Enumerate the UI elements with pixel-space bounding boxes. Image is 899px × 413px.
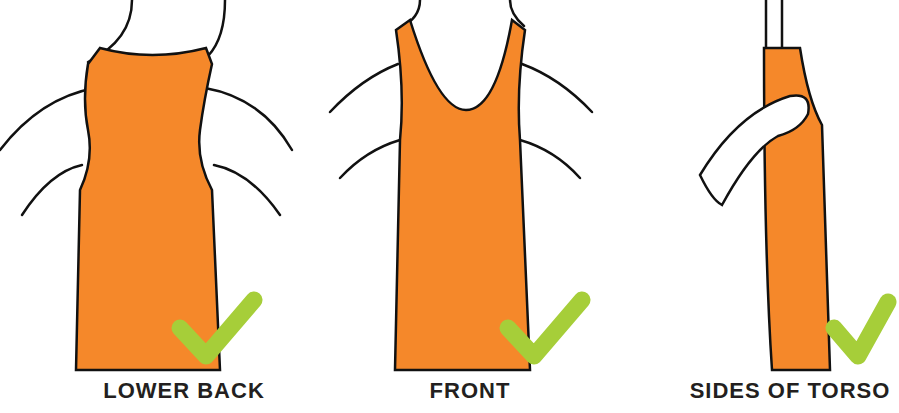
- part-label: SIDES OF TORSO: [690, 378, 891, 404]
- side-figure: [766, 0, 782, 48]
- tank-top-front: [395, 20, 530, 370]
- check-mark: [508, 300, 582, 356]
- tank-top-back: [76, 48, 220, 370]
- check-mark: [180, 300, 254, 356]
- check-mark: [834, 302, 888, 356]
- arm: [700, 95, 809, 205]
- part-label: FRONT: [430, 378, 511, 404]
- part-label: LOWER BACK: [103, 378, 265, 404]
